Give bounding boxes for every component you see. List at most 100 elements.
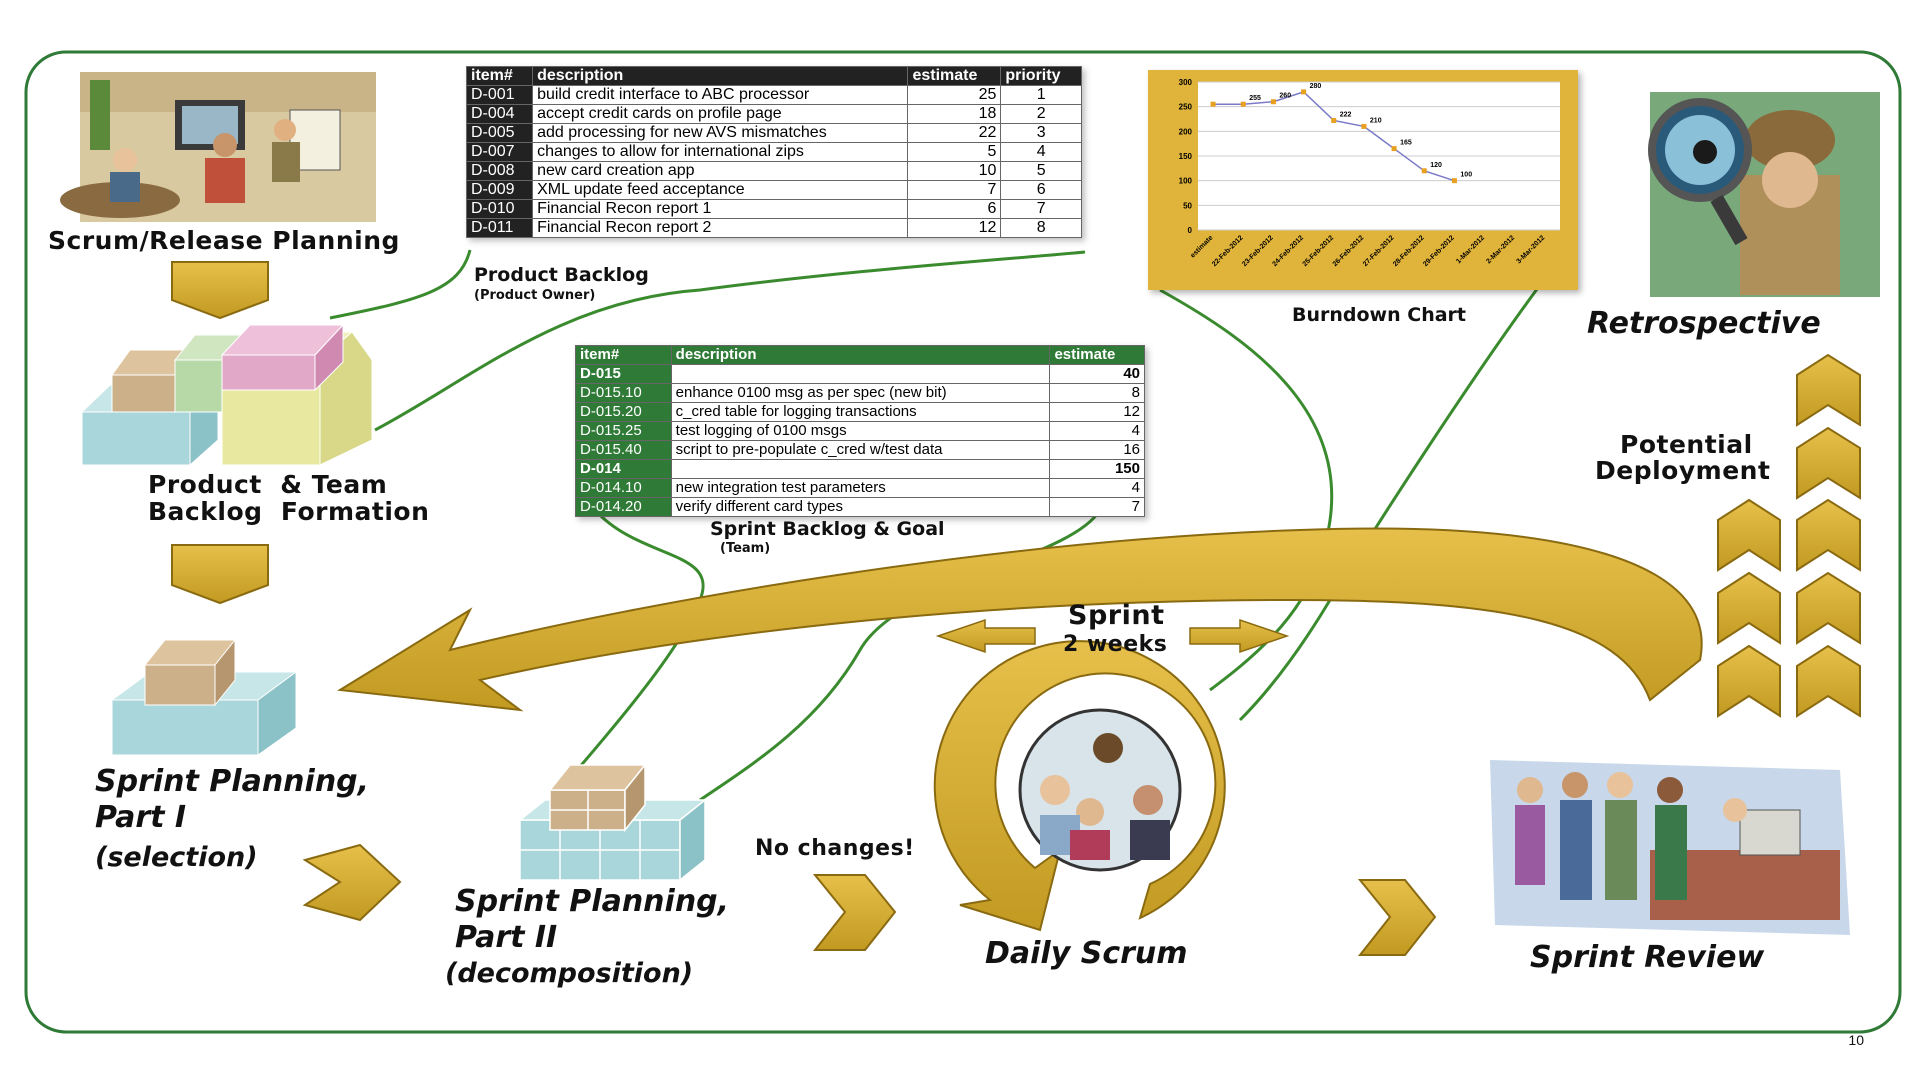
table-cell: D-010 (465, 199, 534, 219)
data-label: 260 (1279, 93, 1291, 100)
table-cell: 4 (1000, 142, 1082, 162)
chevron-right-icon (302, 843, 402, 922)
x-tick-label: 25-Feb-2012 (1302, 234, 1336, 268)
table-cell: 4 (1049, 421, 1145, 441)
outer-frame (24, 50, 1902, 1034)
table-cell: 7 (1049, 497, 1145, 517)
table-cell: 5 (1000, 161, 1082, 181)
page-number: 10 (1848, 1032, 1864, 1048)
data-label: 255 (1249, 95, 1261, 102)
data-label: 165 (1400, 140, 1412, 147)
table-cell: test logging of 0100 msgs (670, 421, 1051, 441)
y-tick-label: 250 (1179, 103, 1193, 112)
table-cell: accept credit cards on profile page (532, 104, 909, 124)
x-tick-label: estimate (1189, 234, 1214, 259)
arrow-left-icon (935, 618, 1036, 654)
table-cell: 1 (1000, 85, 1082, 105)
burndown-chart-caption: Burndown Chart (1292, 304, 1466, 326)
sprint-planning-1-title: Sprint Planning, (95, 764, 370, 799)
table-row: D-014 150 (575, 459, 1145, 479)
column-header: item# (465, 66, 534, 86)
release-planning-label: Scrum/Release Planning (48, 226, 400, 255)
connector-line (1159, 288, 1334, 692)
daily-scrum-label: Daily Scrum (985, 936, 1188, 971)
table-cell (670, 459, 1051, 479)
table-cell: D-015.10 (575, 383, 672, 403)
y-tick-label: 200 (1179, 127, 1193, 136)
table-cell: 150 (1049, 459, 1145, 479)
x-tick-label: 27-Feb-2012 (1362, 234, 1396, 268)
chevron-right-icon (812, 874, 897, 951)
chevron-down-icon (171, 544, 269, 605)
table-cell: build credit interface to ABC processor (532, 85, 909, 105)
column-header: description (670, 345, 1051, 365)
table-cell: 40 (1049, 364, 1145, 384)
table-cell: script to pre-populate c_cred w/test dat… (670, 440, 1051, 460)
sprint-planning-cubes (110, 638, 298, 756)
team-caption: (Team) (720, 541, 771, 556)
table-cell: c_cred table for logging transactions (670, 402, 1051, 422)
table-cell: D-004 (465, 104, 534, 124)
table-cell: D-015 (575, 364, 672, 384)
table-cell: enhance 0100 msg as per spec (new bit) (670, 383, 1051, 403)
data-label: 222 (1340, 111, 1352, 118)
deployment-chevrons (1717, 353, 1861, 718)
table-cell: D-005 (465, 123, 534, 143)
potential-deployment-label-line1: Potential (1620, 430, 1753, 459)
column-header: item# (575, 345, 672, 365)
sprint-planning-1-part: Part I (95, 800, 187, 835)
table-cell: 4 (1049, 478, 1145, 498)
product-backlog-cubes (80, 323, 373, 467)
burndown-chart-svg: 050100150200250300estimate22-Feb-201223-… (1179, 78, 1560, 268)
table-cell: new card creation app (532, 161, 909, 181)
table-cell: new integration test parameters (670, 478, 1051, 498)
table-cell: D-015.20 (575, 402, 672, 422)
data-label: 100 (1460, 172, 1472, 179)
y-tick-label: 100 (1179, 177, 1193, 186)
planning-meeting-image (60, 72, 376, 222)
sprint-planning-2-title: Sprint Planning, (455, 884, 730, 919)
table-row: D-015 40 (575, 364, 1145, 384)
product-backlog-team-label-line1: Product & Team (148, 470, 388, 499)
retrospective-label: Retrospective (1587, 306, 1821, 341)
y-tick-label: 150 (1179, 152, 1193, 161)
x-tick-label: 26-Feb-2012 (1332, 234, 1366, 268)
data-label: 210 (1370, 117, 1382, 124)
table-cell: D-014.20 (575, 497, 672, 517)
x-tick-label: 24-Feb-2012 (1271, 234, 1305, 268)
arrow-right-icon (1189, 618, 1290, 654)
table-cell: 8 (1000, 218, 1082, 238)
table-cell: 22 (907, 123, 1002, 143)
table-cell: 18 (907, 104, 1002, 124)
sprint-backlog-caption: Sprint Backlog & Goal (710, 518, 945, 540)
x-tick-label: 22-Feb-2012 (1211, 234, 1245, 268)
table-cell: D-014 (575, 459, 672, 479)
table-cell: Financial Recon report 1 (532, 199, 909, 219)
data-point (1421, 168, 1427, 174)
sprint-duration-label: 2 weeks (1063, 632, 1168, 657)
table-cell: 2 (1000, 104, 1082, 124)
connector-line (1238, 284, 1542, 722)
big-feedback-arrow (336, 527, 1703, 712)
decomposed-cubes (517, 762, 708, 882)
table-cell: 6 (907, 199, 1002, 219)
x-tick-label: 23-Feb-2012 (1241, 234, 1275, 268)
sprint-planning-2-subtitle: (decomposition) (445, 958, 694, 989)
table-cell: XML update feed acceptance (532, 180, 909, 200)
table-cell: 10 (907, 161, 1002, 181)
y-tick-label: 50 (1183, 201, 1192, 210)
table-cell: Financial Recon report 2 (532, 218, 909, 238)
sprint-planning-2-part: Part II (455, 920, 558, 955)
